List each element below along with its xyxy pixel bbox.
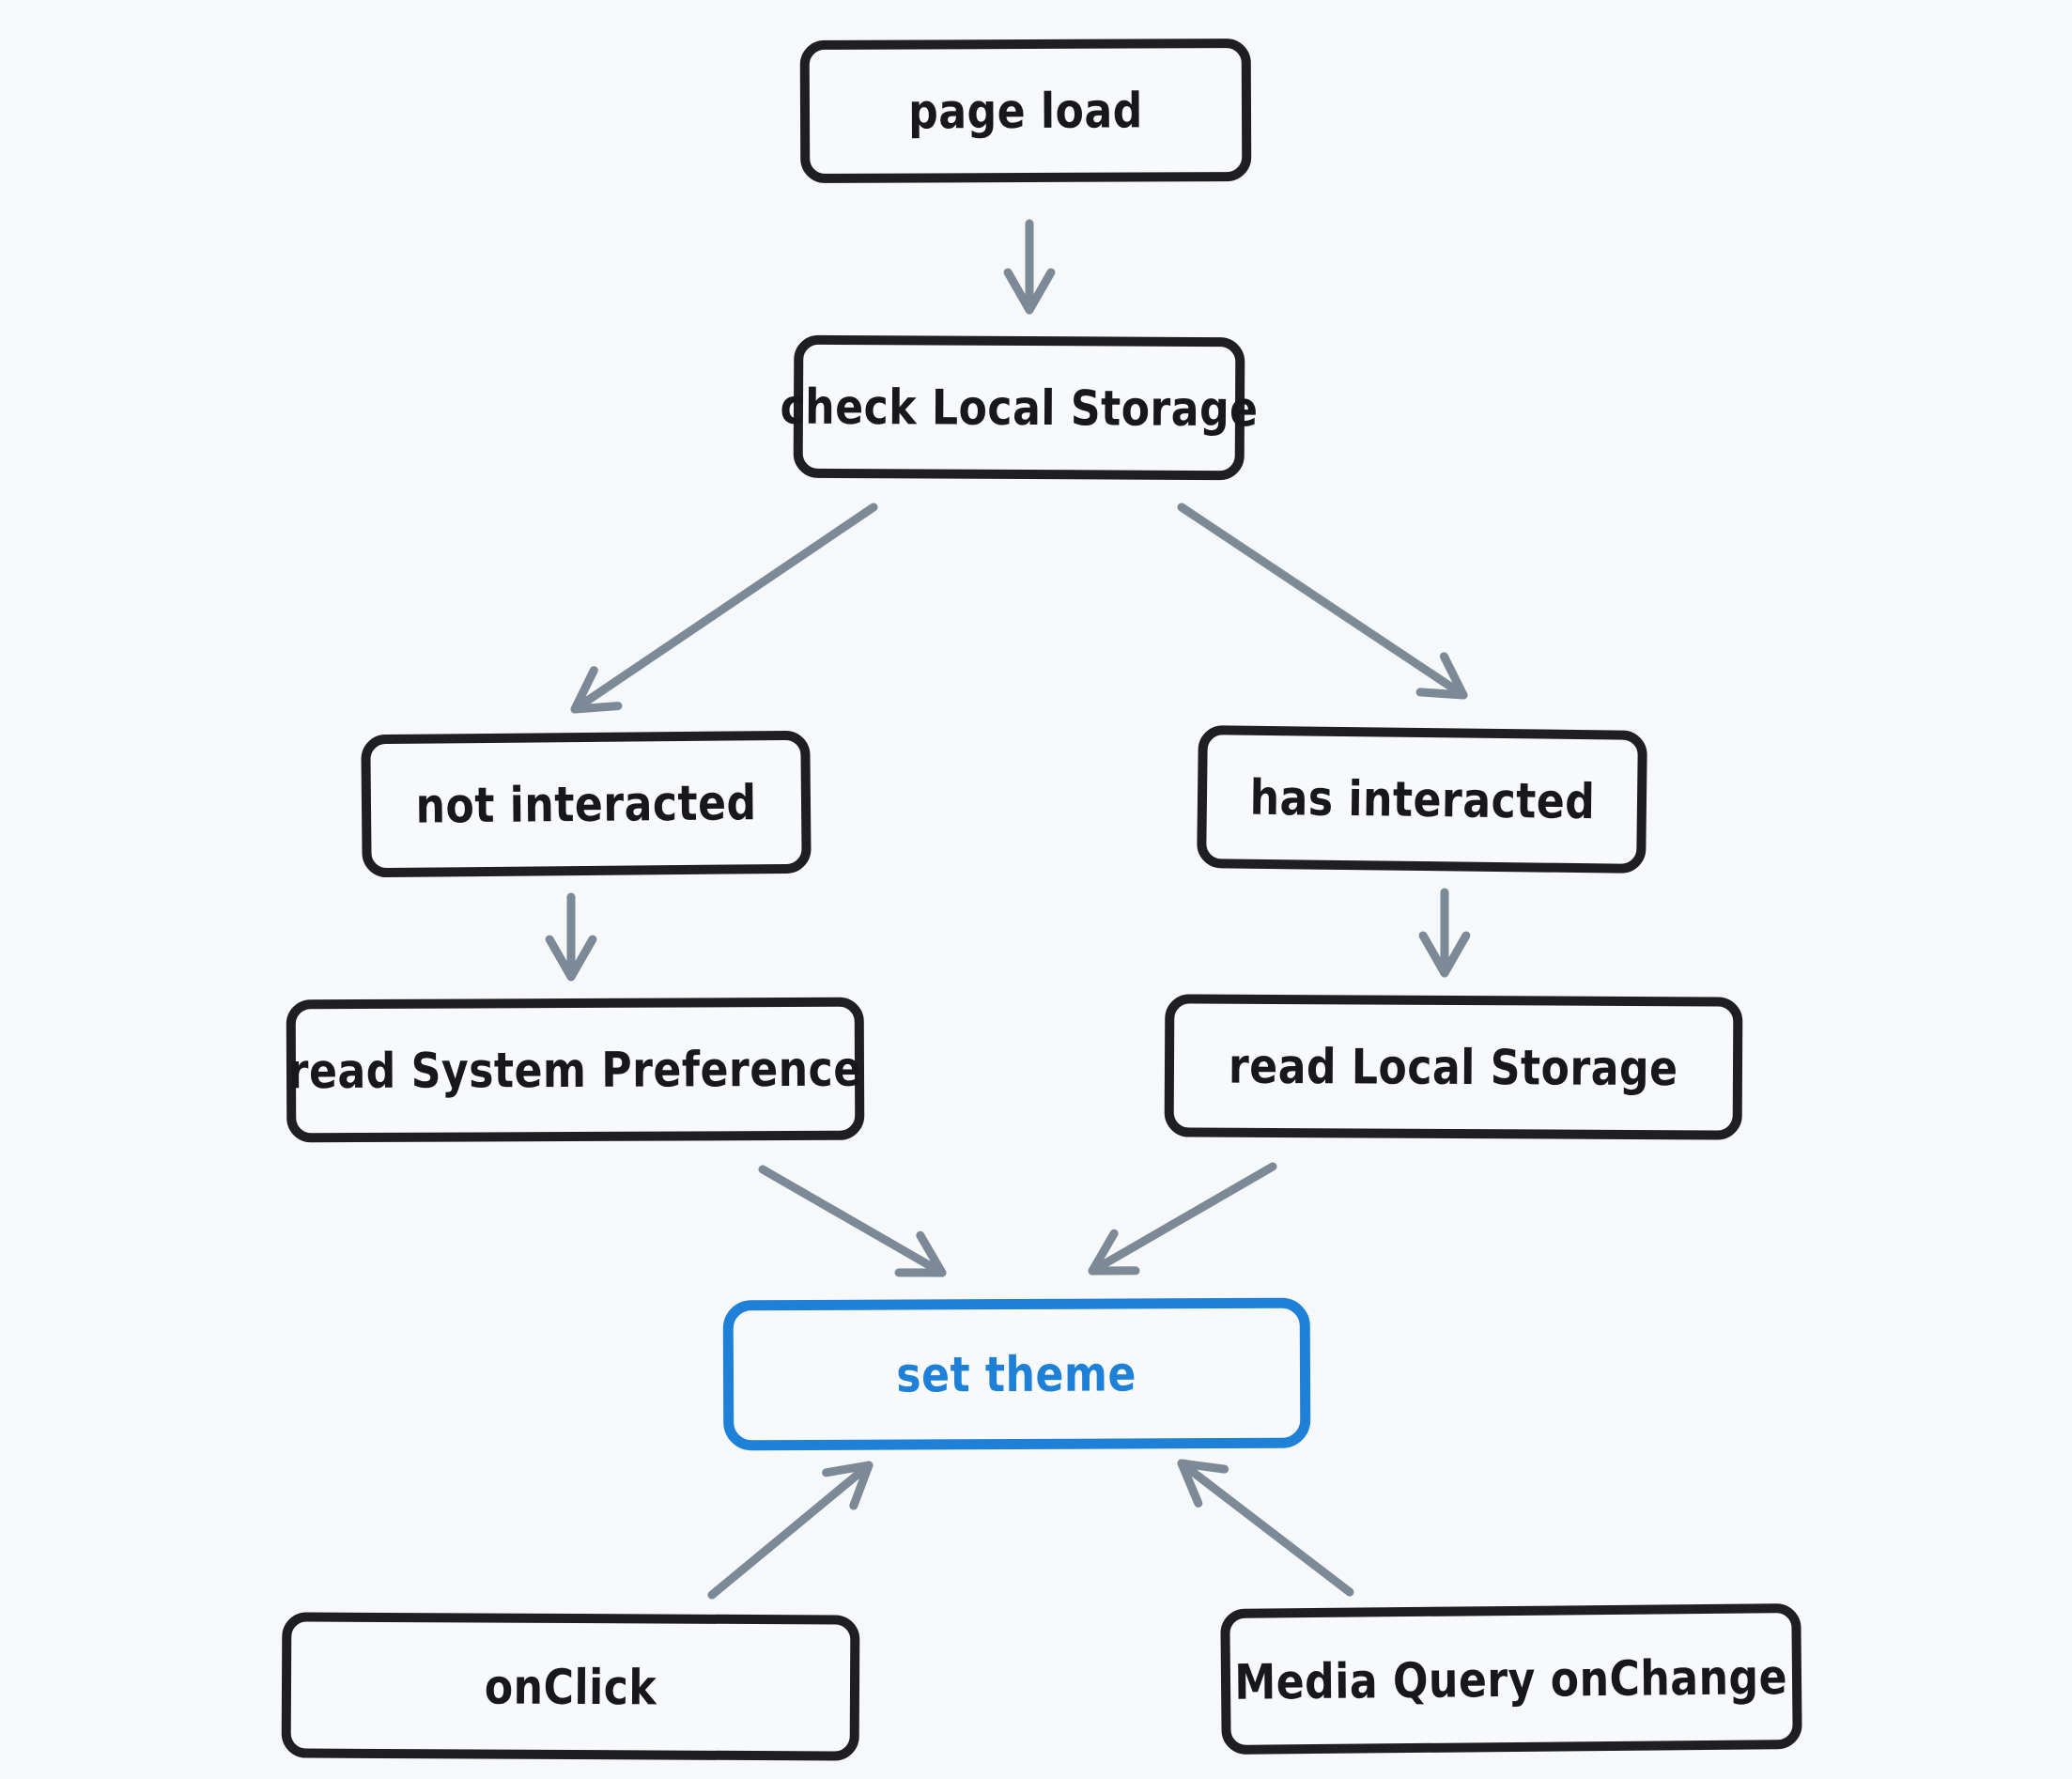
edge-shaft bbox=[581, 503, 878, 706]
edge-arrowhead-arm-1 bbox=[1025, 268, 1056, 315]
edge-shaft bbox=[1099, 1162, 1277, 1269]
edge-read-system-pref-to-set-theme bbox=[758, 1165, 947, 1277]
edge-not-interacted-to-read-system-pref bbox=[545, 892, 597, 982]
node-page-load[interactable]: page load bbox=[799, 38, 1252, 184]
edge-arrowhead-arm-1 bbox=[570, 702, 623, 714]
node-label-not-interacted: not interacted bbox=[415, 774, 757, 834]
edge-check-local-storage-to-has-interacted bbox=[1177, 503, 1468, 700]
node-label-has-interacted: has interacted bbox=[1248, 768, 1596, 830]
edge-arrowhead-arm-0 bbox=[545, 935, 576, 982]
edge-arrowhead-arm-1 bbox=[822, 1461, 874, 1477]
node-on-click[interactable]: onClick bbox=[281, 1612, 860, 1761]
edge-arrowhead-arm-1 bbox=[1440, 931, 1471, 978]
edge-page-load-to-check-local-storage bbox=[1003, 219, 1056, 315]
edge-arrowhead-arm-1 bbox=[566, 935, 597, 982]
node-media-query[interactable]: Media Query onChange bbox=[1220, 1603, 1802, 1755]
edge-arrowhead-arm-0 bbox=[849, 1461, 874, 1510]
edge-read-local-storage-to-set-theme bbox=[1088, 1162, 1277, 1276]
edge-arrowhead-arm-0 bbox=[1418, 931, 1449, 978]
node-label-read-system-pref: read System Preference bbox=[287, 1040, 863, 1100]
edge-arrowhead-arm-0 bbox=[1003, 268, 1034, 315]
node-label-set-theme: set theme bbox=[896, 1345, 1137, 1403]
edge-arrowhead-arm-0 bbox=[1415, 688, 1468, 700]
edge-arrowhead-arm-0 bbox=[570, 666, 598, 714]
edge-shaft bbox=[1187, 1467, 1354, 1597]
node-not-interacted[interactable]: not interacted bbox=[361, 730, 812, 878]
edge-shaft bbox=[758, 1165, 935, 1271]
edge-media-query-to-set-theme bbox=[1177, 1459, 1354, 1597]
node-read-system-pref[interactable]: read System Preference bbox=[286, 997, 865, 1143]
node-label-check-local-storage: check Local Storage bbox=[780, 378, 1259, 438]
edge-arrowhead-arm-1 bbox=[1439, 652, 1468, 700]
edge-shaft bbox=[1177, 503, 1457, 692]
edge-arrowhead-arm-1 bbox=[916, 1230, 947, 1277]
edge-on-click-to-set-theme bbox=[707, 1461, 874, 1600]
edge-has-interacted-to-read-local-storage bbox=[1418, 888, 1471, 978]
edge-check-local-storage-to-not-interacted bbox=[570, 503, 878, 714]
node-label-on-click: onClick bbox=[484, 1657, 657, 1716]
node-label-media-query: Media Query onChange bbox=[1234, 1648, 1788, 1710]
node-has-interacted[interactable]: has interacted bbox=[1197, 725, 1647, 874]
node-set-theme[interactable]: set theme bbox=[722, 1297, 1311, 1451]
node-label-read-local-storage: read Local Storage bbox=[1229, 1037, 1678, 1097]
edge-arrowhead-arm-0 bbox=[1088, 1229, 1119, 1276]
node-check-local-storage[interactable]: check Local Storage bbox=[780, 334, 1259, 481]
edge-shaft bbox=[707, 1469, 863, 1600]
node-label-page-load: page load bbox=[908, 82, 1143, 140]
node-read-local-storage[interactable]: read Local Storage bbox=[1164, 994, 1743, 1140]
edge-arrowhead-arm-1 bbox=[1177, 1459, 1203, 1508]
edge-arrowhead-arm-0 bbox=[1177, 1459, 1229, 1474]
